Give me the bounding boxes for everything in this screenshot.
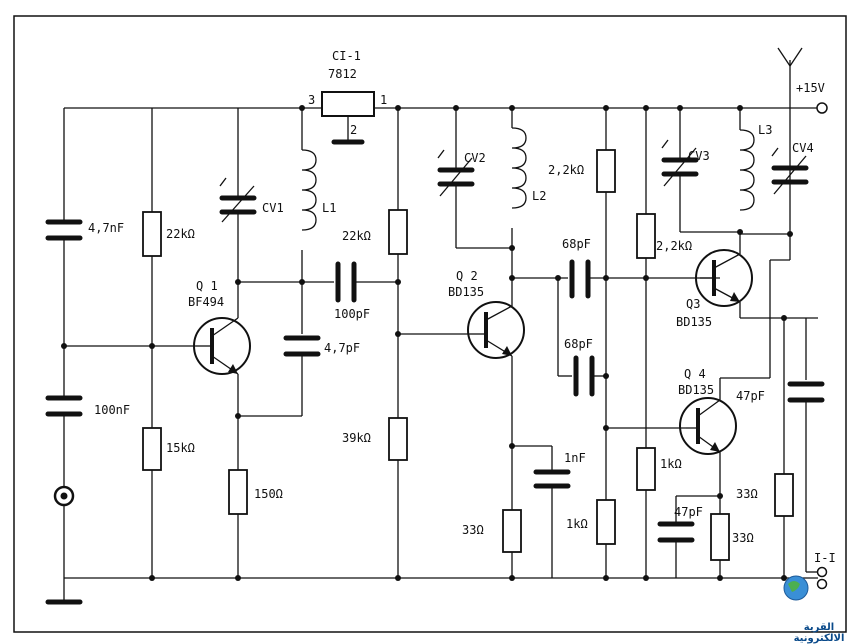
label-q2-part: BD135 xyxy=(448,285,484,299)
label-c4: 4,7pF xyxy=(324,341,360,355)
variable-capacitor-cv2 xyxy=(437,149,475,197)
capacitor-c6 xyxy=(569,259,591,299)
resistor-r10 xyxy=(636,447,656,491)
regulator-name: CI-1 xyxy=(332,49,361,63)
label-r6: 33Ω xyxy=(462,523,484,537)
label-cv2: CV2 xyxy=(464,151,486,165)
resistor-r8 xyxy=(596,499,616,545)
regulator-part: 7812 xyxy=(328,67,357,81)
label-q2-name: Q 2 xyxy=(456,269,478,283)
capacitor-c9 xyxy=(657,521,695,543)
resistor-r6 xyxy=(502,509,522,553)
transistor-q2 xyxy=(467,301,525,359)
label-r12: 33Ω xyxy=(732,531,754,545)
resistor-r9 xyxy=(636,213,656,259)
label-c3: 100pF xyxy=(334,307,370,321)
inductor-l3 xyxy=(739,129,755,211)
antenna-icon xyxy=(777,47,803,234)
border-frame xyxy=(13,15,847,633)
variable-capacitor-cv4 xyxy=(771,147,809,195)
capacitor-c2 xyxy=(45,395,83,417)
capacitor-c7 xyxy=(573,355,595,397)
label-q1-part: BF494 xyxy=(188,295,224,309)
input-jack-icon xyxy=(53,485,75,507)
capacitor-c3 xyxy=(335,261,357,303)
label-r10: 1kΩ xyxy=(660,457,682,471)
resistor-r3 xyxy=(228,469,248,515)
capacitor-c8 xyxy=(787,381,825,403)
globe-logo-icon xyxy=(783,575,809,601)
label-q3-name: Q3 xyxy=(686,297,700,311)
supply-label: +15V xyxy=(796,81,825,95)
variable-capacitor-cv1 xyxy=(219,177,257,223)
capacitor-c5 xyxy=(533,469,571,489)
label-c1: 4,7nF xyxy=(88,221,124,235)
output-label: I-I xyxy=(814,551,836,565)
resistor-r4 xyxy=(388,209,408,255)
supply-terminal xyxy=(816,102,828,114)
label-c6: 68pF xyxy=(562,237,591,251)
regulator-pin-out: 1 xyxy=(380,93,387,107)
label-cv4: CV4 xyxy=(792,141,814,155)
resistor-r12 xyxy=(710,513,730,561)
regulator-pin-gnd: 2 xyxy=(350,123,357,137)
label-q1-name: Q 1 xyxy=(196,279,218,293)
label-c5: 1nF xyxy=(564,451,586,465)
label-l3: L3 xyxy=(758,123,772,137)
resistor-r1 xyxy=(142,211,162,257)
resistor-r11 xyxy=(774,473,794,517)
label-c7: 68pF xyxy=(564,337,593,351)
capacitor-c1 xyxy=(45,219,83,241)
output-terminal-bottom xyxy=(816,578,828,590)
label-r5: 39kΩ xyxy=(342,431,371,445)
label-r3: 150Ω xyxy=(254,487,283,501)
label-r1: 22kΩ xyxy=(166,227,195,241)
label-l2: L2 xyxy=(532,189,546,203)
label-r11: 33Ω xyxy=(736,487,758,501)
label-cv1: CV1 xyxy=(262,201,284,215)
regulator-ci1 xyxy=(321,91,375,145)
label-r9: 2,2kΩ xyxy=(656,239,692,253)
label-c8: 47pF xyxy=(736,389,765,403)
label-q3-part: BD135 xyxy=(676,315,712,329)
label-r7: 2,2kΩ xyxy=(548,163,584,177)
label-r2: 15kΩ xyxy=(166,441,195,455)
resistor-r2 xyxy=(142,427,162,471)
label-c2: 100nF xyxy=(94,403,130,417)
watermark-text: القرية الالكترونية xyxy=(793,622,845,644)
label-q4-name: Q 4 xyxy=(684,367,706,381)
label-r8: 1kΩ xyxy=(566,517,588,531)
label-cv3: CV3 xyxy=(688,149,710,163)
transistor-q1 xyxy=(193,317,251,375)
inductor-l2 xyxy=(511,127,527,209)
regulator-pin-in: 3 xyxy=(308,93,315,107)
label-l1: L1 xyxy=(322,201,336,215)
inductor-l1 xyxy=(301,149,317,231)
resistor-r5 xyxy=(388,417,408,461)
capacitor-c4 xyxy=(283,335,321,357)
variable-capacitor-cv3 xyxy=(661,139,699,187)
transistor-q3 xyxy=(695,249,753,307)
label-c9: 47pF xyxy=(674,505,703,519)
transistor-q4 xyxy=(679,397,737,455)
label-q4-part: BD135 xyxy=(678,383,714,397)
resistor-r7 xyxy=(596,149,616,193)
label-r4: 22kΩ xyxy=(342,229,371,243)
